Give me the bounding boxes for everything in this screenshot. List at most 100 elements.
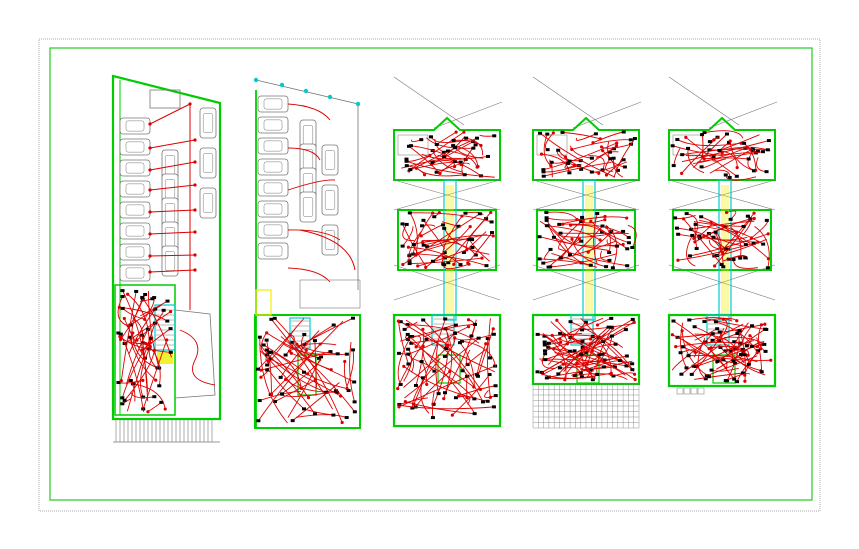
light-point: [575, 361, 579, 365]
electrical-device: [595, 211, 600, 215]
light-point: [489, 210, 493, 215]
circuit-wire: [612, 158, 623, 178]
vent-grid: [676, 387, 684, 395]
electrical-device: [733, 361, 738, 365]
light-point: [148, 168, 152, 172]
electrical-device: [472, 397, 477, 401]
electrical-device: [453, 323, 458, 327]
circuit-wire: [689, 233, 769, 257]
corridor: [582, 179, 596, 321]
electrical-device: [764, 218, 769, 222]
electrical-device: [398, 382, 403, 386]
electrical-device: [706, 232, 711, 236]
vent-grid: [683, 387, 691, 395]
electrical-device: [609, 230, 614, 234]
vent-grid: [697, 387, 705, 395]
electrical-device: [679, 372, 684, 376]
electrical-device: [269, 317, 274, 321]
electrical-device: [691, 364, 696, 368]
ramp: [299, 279, 361, 309]
electrical-device: [756, 349, 761, 353]
electrical-device: [335, 390, 340, 394]
electrical-device: [588, 263, 593, 267]
light-point: [457, 394, 461, 398]
light-point: [680, 171, 684, 175]
circuit-wire: [259, 391, 301, 401]
circuit-wire: [593, 213, 598, 265]
light-point: [484, 342, 488, 346]
electrical-device: [165, 319, 170, 323]
electrical-device: [257, 335, 262, 339]
electrical-device: [398, 320, 403, 324]
electrical-device: [543, 352, 548, 356]
ground-floor-parking-plan: [253, 77, 361, 429]
electrical-device: [745, 214, 750, 218]
electrical-device: [621, 130, 626, 134]
circuit-wire: [544, 338, 591, 352]
electrical-device: [542, 334, 547, 338]
circuit-wire: [149, 209, 196, 213]
electrical-device: [335, 352, 340, 356]
light-point: [401, 262, 405, 267]
electrical-device: [410, 406, 415, 410]
electrical-device: [430, 160, 435, 164]
light-point: [491, 234, 495, 238]
electrical-device: [614, 244, 619, 248]
electrical-device: [485, 154, 490, 158]
electrical-device: [548, 265, 553, 269]
electrical-device: [548, 247, 553, 251]
electrical-device: [751, 149, 756, 153]
circuit-wire: [680, 322, 687, 369]
electrical-device: [731, 359, 736, 363]
electrical-device: [715, 327, 720, 331]
electrical-device: [755, 149, 760, 153]
electrical-device: [595, 372, 600, 376]
electrical-device: [678, 351, 683, 355]
electrical-device: [434, 170, 439, 174]
circuit-wire: [349, 341, 356, 402]
circuit-wire: [544, 249, 551, 261]
parking-car: [257, 137, 289, 155]
circuit-wire: [605, 224, 618, 268]
electrical-device: [579, 239, 584, 243]
circuit-wire: [548, 225, 582, 264]
electrical-device: [707, 140, 712, 144]
electrical-device: [451, 138, 456, 142]
electrical-device: [406, 347, 411, 351]
wall: [706, 314, 730, 346]
electrical-device: [425, 245, 430, 249]
parking-car: [321, 144, 339, 176]
circuit-wire: [289, 317, 354, 352]
electrical-device: [699, 165, 704, 169]
electrical-device: [551, 235, 556, 239]
electrical-device: [713, 320, 718, 324]
electrical-device: [149, 336, 154, 340]
parking-car: [119, 243, 151, 261]
light-point: [143, 317, 147, 321]
car-roof: [263, 98, 283, 110]
electrical-device: [558, 231, 563, 235]
electrical-device: [421, 318, 426, 322]
parking-car: [119, 117, 151, 135]
electrical-device: [686, 146, 691, 150]
light-point: [450, 413, 454, 417]
electrical-device: [567, 349, 572, 353]
circuit-wire: [672, 334, 718, 362]
electrical-device: [572, 373, 577, 377]
circuit-wire: [435, 341, 440, 394]
electrical-device: [692, 325, 697, 329]
electrical-device: [257, 399, 262, 403]
electrical-device: [621, 158, 626, 162]
electrical-device: [420, 376, 425, 380]
electrical-device: [743, 256, 748, 260]
parking-car: [199, 107, 217, 139]
light-point: [154, 378, 158, 382]
car-roof: [202, 193, 214, 213]
light-point: [702, 341, 706, 345]
electrical-device: [419, 360, 424, 364]
circuit-wire: [304, 343, 337, 346]
electrical-device: [579, 220, 584, 224]
electrical-device: [396, 351, 401, 355]
